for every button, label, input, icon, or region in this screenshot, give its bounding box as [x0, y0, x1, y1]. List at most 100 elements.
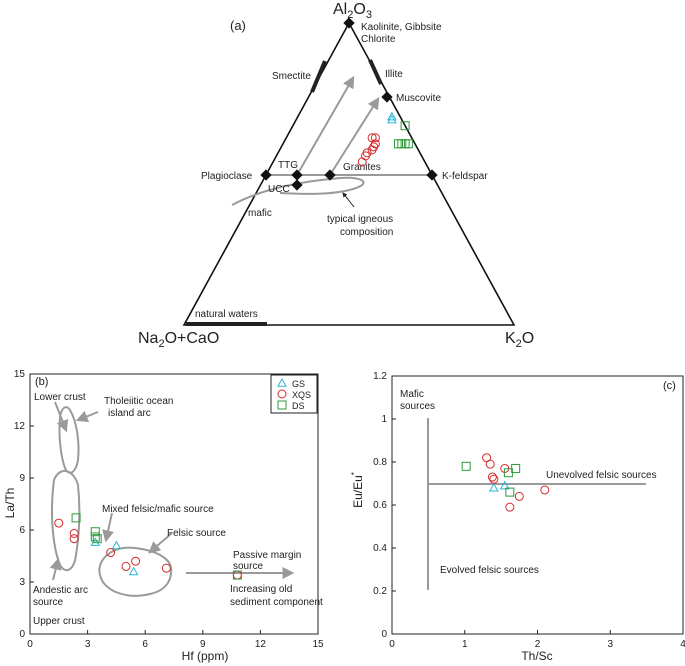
data-point-ds	[505, 487, 515, 497]
data-point-xqs	[362, 148, 372, 158]
mineral-diamonds	[260, 17, 438, 191]
legend-label: XQS	[292, 390, 311, 400]
data-point-ds	[90, 527, 100, 537]
xlabel-b: Hf (ppm)	[182, 649, 229, 663]
trend-arrow-2	[329, 96, 380, 176]
data-point-xqs	[69, 534, 79, 544]
label-illite: Illite	[385, 69, 403, 80]
label-island-arc: island arc	[108, 408, 151, 419]
label-composition: composition	[340, 227, 393, 238]
igneous-trend-curve	[231, 176, 365, 206]
data-point-xqs	[505, 502, 515, 512]
legend-label: DS	[292, 401, 305, 411]
arrow-lower-crust	[54, 401, 69, 433]
data-point-xqs	[489, 474, 499, 484]
panel-a: (a) Al2O3 Na2O+CaO K2O	[138, 1, 534, 350]
data-point-xqs	[540, 485, 550, 495]
label-tholeiitic: Tholeiitic ocean	[104, 396, 173, 407]
data-point-xqs	[54, 518, 64, 528]
legend-box	[270, 374, 318, 414]
label-lower-crust: Lower crust	[34, 392, 86, 403]
label-mafic-sources-2: sources	[400, 401, 435, 412]
data-point-xqs	[487, 472, 497, 482]
legend-label: GS	[292, 379, 305, 389]
data-point-gs	[387, 114, 397, 124]
y-tick-label: 0	[381, 629, 387, 640]
label-upper-crust: Upper crust	[33, 616, 85, 627]
corner-label-right: K2O	[505, 330, 534, 350]
y-tick-label: 3	[19, 577, 25, 588]
panel-b-frame	[29, 373, 319, 635]
data-point-ds	[92, 534, 102, 544]
kfeldspar-diamond	[426, 169, 438, 181]
y-tick-label: 0.2	[373, 586, 387, 597]
data-point-gs	[90, 537, 101, 546]
y-tick-label: 0	[19, 629, 25, 640]
legend-marker-gs	[277, 377, 287, 387]
y-tick-label: 9	[19, 473, 25, 484]
x-tick-label: 12	[255, 639, 267, 650]
data-point-xqs	[69, 528, 79, 538]
label-evolved: Evolved felsic sources	[440, 565, 539, 576]
legend-marker-ds	[277, 400, 287, 410]
x-tick-label: 0	[389, 639, 395, 650]
data-point-xqs	[514, 491, 524, 501]
x-tick-label: 3	[607, 639, 613, 650]
label-natural-waters: natural waters	[195, 309, 258, 320]
field-andestic-arc	[51, 470, 81, 572]
panel-c-frame	[391, 375, 684, 635]
corner-label-left: Na2O+CaO	[138, 330, 219, 350]
data-point-xqs	[161, 563, 171, 573]
arrow-felsic	[148, 532, 173, 554]
data-point-gs	[489, 482, 499, 492]
arrow-mixed	[102, 512, 114, 543]
data-point-xqs	[121, 561, 131, 571]
label-kfeldspar: K-feldspar	[442, 171, 488, 182]
data-point-ds	[90, 532, 100, 542]
label-ucc: UCC	[268, 184, 290, 195]
label-increasing-old: Increasing old	[230, 584, 292, 595]
x-tick-label: 6	[142, 639, 148, 650]
granites-diamond	[324, 169, 336, 181]
data-point-xqs	[369, 142, 379, 152]
label-muscovite: Muscovite	[396, 93, 441, 104]
data-point-ds	[503, 468, 513, 478]
ylabel-c: Eu/Eu*	[350, 472, 365, 508]
data-point-xqs	[370, 133, 380, 143]
label-typical-igneous: typical igneous	[327, 214, 393, 225]
corner-label-top: Al2O3	[333, 1, 372, 21]
data-point-ds	[403, 139, 413, 149]
smectite-range	[310, 60, 327, 93]
data-point-ds	[400, 121, 410, 131]
igneous-pointer	[342, 192, 355, 208]
label-sediment-component: sediment component	[230, 597, 323, 608]
data-point-xqs	[485, 459, 495, 469]
data-point-ds	[232, 570, 242, 580]
label-passive-source: source	[233, 561, 263, 572]
label-granites: Granites	[343, 162, 381, 173]
label-felsic: Felsic source	[167, 528, 226, 539]
ucc-diamond	[291, 179, 303, 191]
label-smectite: Smectite	[272, 71, 311, 82]
illite-range	[368, 59, 383, 85]
label-andestic: Andestic arc	[33, 585, 88, 596]
data-point-gs	[499, 480, 510, 490]
plagioclase-diamond	[260, 169, 272, 181]
y-tick-label: 0.4	[373, 543, 387, 554]
trend-arrow-1	[296, 75, 355, 176]
x-tick-label: 4	[680, 639, 685, 650]
y-tick-label: 0.6	[373, 500, 387, 511]
data-point-ds	[394, 139, 403, 149]
label-mafic-sources: Mafic	[400, 389, 424, 400]
y-tick-label: 15	[14, 369, 26, 380]
label-andestic-source: source	[33, 597, 63, 608]
panel-b-label: (b)	[35, 376, 48, 388]
label-kaolinite: Kaolinite, Gibbsite	[361, 22, 442, 33]
ylabel-b: La/Th	[3, 488, 17, 519]
data-point-gs	[128, 566, 139, 576]
x-tick-label: 9	[200, 639, 206, 650]
data-point-xqs	[131, 556, 141, 566]
